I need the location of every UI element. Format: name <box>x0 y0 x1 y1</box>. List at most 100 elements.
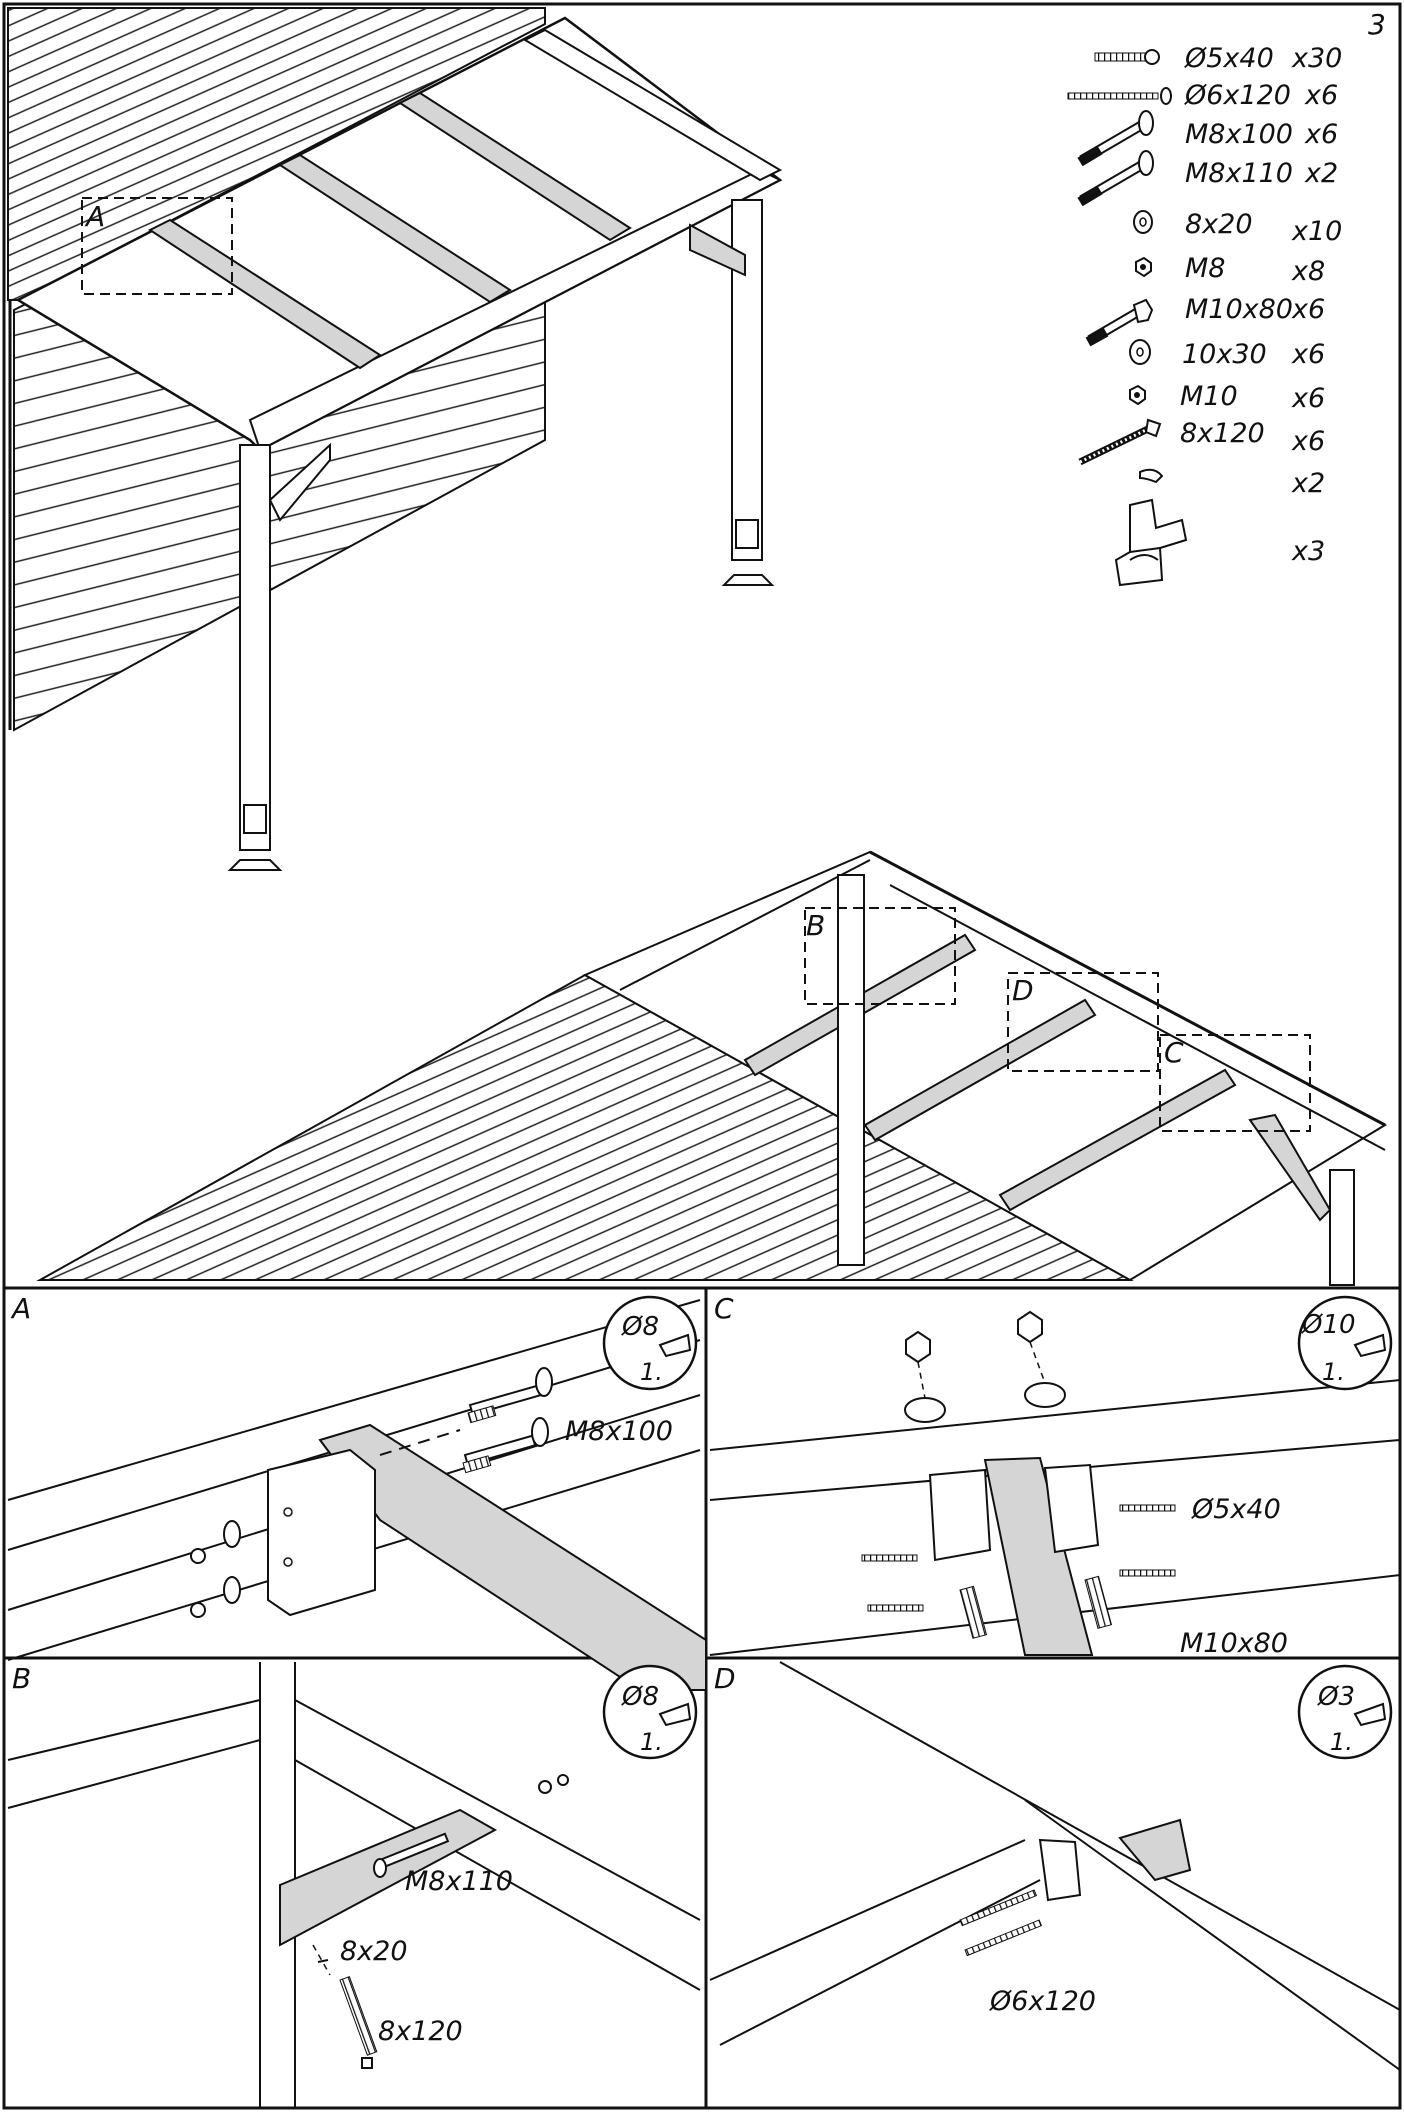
screw-icon <box>1094 49 1160 65</box>
screw-head <box>361 2057 373 2069</box>
wood-screw-icon <box>1078 418 1162 466</box>
bolt-head <box>535 1367 553 1397</box>
bolt-thread <box>462 1455 492 1474</box>
detail-c: C Ø5x40 M10x80 Ø10 1. <box>709 1292 1401 1659</box>
part-name-10: 8x120 <box>1180 418 1265 449</box>
hanger-right <box>1043 1463 1100 1554</box>
parts-list: Ø5x40 x30 Ø6x120 x6 M8x100 x6 M8x110 x2 <box>1067 43 1342 587</box>
hanger-left <box>928 1468 992 1562</box>
beam-edge <box>294 1759 701 1991</box>
part-qty-12: x3 <box>1291 536 1325 567</box>
frame-edge-2 <box>869 850 1386 1127</box>
beam-edge <box>719 1879 1041 2046</box>
detail-b-drill-size: Ø8 <box>621 1682 659 1712</box>
post-anchor-back <box>735 519 759 549</box>
part-qty-8: x6 <box>1291 339 1325 370</box>
detail-c-bolt-label: M10x80 <box>1180 1628 1288 1659</box>
part-qty-11: x2 <box>1291 468 1325 499</box>
part-name-9: M10 <box>1180 381 1238 412</box>
nut-icon <box>905 1330 931 1364</box>
part-name-8: 10x30 <box>1182 339 1267 370</box>
carriage-bolt-icon <box>1077 150 1154 207</box>
detail-b: B M8x110 8x20 8x120 Ø8 1. <box>7 1662 701 2108</box>
nut-icon <box>190 1602 206 1618</box>
part-qty-7: x6 <box>1291 294 1325 325</box>
detail-d-drill-step: 1. <box>1330 1728 1353 1756</box>
lower-rafter-2 <box>863 998 1097 1142</box>
lower-rafter-3 <box>998 1068 1237 1212</box>
screw-icon <box>861 1554 918 1562</box>
beam-edge <box>294 1699 701 1921</box>
brace-front <box>268 442 331 522</box>
post-anchor-front <box>243 804 267 834</box>
beam-edge <box>7 1699 261 1761</box>
bolt-head <box>531 1417 549 1447</box>
guide-line <box>379 1429 461 1456</box>
washer-icon <box>1129 339 1151 365</box>
washer-icon <box>538 1780 552 1794</box>
bolt-hole <box>283 1557 293 1567</box>
part-name-7: M10x80 <box>1185 294 1293 325</box>
bolt-hole <box>283 1507 293 1517</box>
drill-icon: Ø8 1. <box>602 1664 698 1760</box>
drill-icon: Ø10 1. <box>1297 1295 1393 1391</box>
part-qty-6: x8 <box>1291 256 1325 287</box>
end-beam <box>522 28 783 182</box>
callout-c: C <box>1164 1036 1184 1069</box>
washer-icon <box>317 1959 329 1963</box>
part-qty-1: x30 <box>1291 43 1342 74</box>
detail-c-drill-step: 1. <box>1322 1358 1345 1386</box>
joist-hanger <box>1038 1838 1082 1902</box>
washer-icon <box>223 1520 241 1548</box>
lower-post-1 <box>837 874 865 1266</box>
drill-icon: Ø8 1. <box>602 1295 698 1391</box>
wedge-icon <box>1139 468 1164 484</box>
bolt-thread <box>1084 1575 1113 1629</box>
detail-d-screw-label: Ø6x120 <box>989 1986 1096 2017</box>
rafter-end <box>983 1456 1094 1656</box>
detail-a-drill-size: Ø8 <box>621 1312 659 1342</box>
drill-icon: Ø3 1. <box>1297 1664 1393 1760</box>
bolt-thread <box>959 1585 988 1639</box>
rafter-2 <box>277 153 512 304</box>
detail-c-drill-size: Ø10 <box>1301 1310 1356 1340</box>
washer-icon <box>904 1397 946 1423</box>
part-name-6: M8 <box>1185 253 1225 284</box>
callout-b-box <box>804 907 956 1005</box>
detail-c-letter: C <box>714 1292 734 1325</box>
lower-post-2 <box>1329 1169 1355 1286</box>
hex-bolt-icon <box>1085 298 1154 347</box>
washer-icon <box>1133 210 1153 234</box>
lag-screw-icon <box>1067 87 1172 105</box>
beam-edge <box>1024 1799 1401 2071</box>
frame-edge-1 <box>619 859 871 991</box>
detail-d-drill-size: Ø3 <box>1317 1682 1355 1712</box>
rafter-1 <box>147 218 382 370</box>
beam-edge <box>7 1299 701 1501</box>
bolt-thread <box>467 1405 497 1424</box>
nut-icon <box>190 1548 206 1564</box>
nut-icon <box>1135 256 1152 278</box>
part-name-1: Ø5x40 <box>1184 43 1274 74</box>
bolt-head <box>373 1858 387 1878</box>
beam-edge <box>709 1379 1401 1451</box>
detail-c-screw-label: Ø5x40 <box>1191 1494 1281 1525</box>
callout-a: A <box>84 200 105 233</box>
nut-icon <box>1017 1310 1043 1344</box>
screw-icon <box>339 1975 378 2056</box>
detail-d: D Ø6x120 Ø3 1. <box>709 1661 1401 2071</box>
detail-a-bolt-label: M8x100 <box>565 1416 673 1447</box>
callout-d: D <box>1012 974 1034 1007</box>
foot-plate-back <box>721 574 775 586</box>
detail-a-letter: A <box>10 1292 31 1325</box>
brace-back <box>689 223 746 277</box>
detail-b-screw-label: 8x120 <box>378 2016 463 2047</box>
detail-b-drill-step: 1. <box>640 1728 663 1756</box>
part-qty-2: x6 <box>1304 80 1338 111</box>
beam-edge <box>779 1661 1401 2011</box>
post-front <box>239 444 271 851</box>
part-qty-9: x6 <box>1291 383 1325 414</box>
part-qty-10: x6 <box>1291 426 1325 457</box>
part-qty-3: x6 <box>1304 119 1338 150</box>
